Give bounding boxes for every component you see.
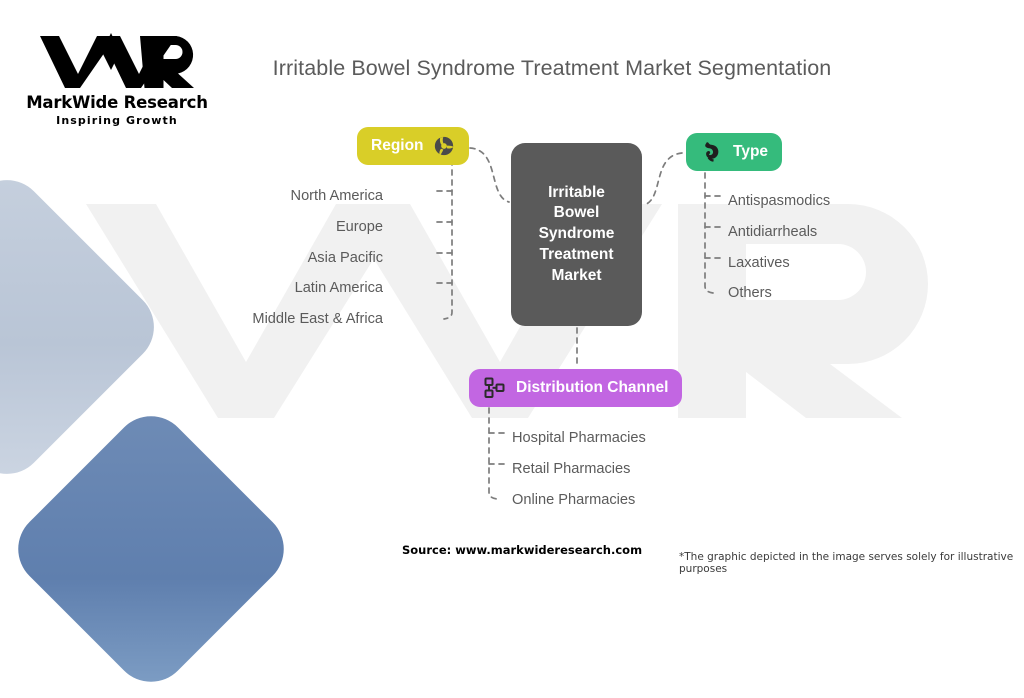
segmentation-diagram: Irritable Bowel Syndrome Treatment Marke… — [252, 127, 830, 516]
page-title: Irritable Bowel Syndrome Treatment Marke… — [272, 56, 832, 80]
leaf-item[interactable]: Asia Pacific — [307, 249, 383, 266]
center-node-label: Irritable Bowel Syndrome Treatment Marke… — [538, 183, 615, 284]
leaf-item[interactable]: Europe — [335, 218, 383, 235]
leaf-item[interactable]: Antispasmodics — [728, 193, 831, 209]
center-node[interactable]: Irritable Bowel Syndrome Treatment Marke… — [511, 143, 642, 326]
branch-badge-type[interactable]: Type — [686, 133, 783, 171]
brand-tagline: Inspiring Growth — [56, 114, 178, 127]
branch-label-region: Region — [371, 137, 424, 154]
leaf-item[interactable]: Others — [728, 285, 772, 302]
source-note[interactable]: Source: www.markwideresearch.com — [402, 543, 643, 557]
leaf-item[interactable]: Antidiarrheals — [728, 223, 818, 240]
disclaimer-note: *The graphic depicted in the image serve… — [679, 551, 1014, 575]
sitemap-icon — [483, 376, 507, 400]
branch-badge-distribution[interactable]: Distribution Channel — [469, 369, 683, 407]
leaf-item[interactable]: Hospital Pharmacies — [512, 430, 646, 446]
mwr-logo-mark — [40, 33, 194, 88]
leaf-item[interactable]: North America — [290, 188, 383, 204]
leaf-list-distribution: Hospital Pharmacies Retail Pharmacies On… — [512, 423, 646, 516]
leaf-list-type: Antispasmodics Antidiarrheals Laxatives … — [728, 186, 830, 309]
connector-lines — [436, 147, 721, 500]
branch-label-type: Type — [733, 143, 769, 160]
leaf-item[interactable]: Latin America — [294, 280, 383, 297]
globe-icon — [433, 135, 455, 157]
branch-badge-region[interactable]: Region — [357, 127, 469, 165]
leaf-item[interactable]: Retail Pharmacies — [512, 461, 631, 477]
branch-label-distribution: Distribution Channel — [516, 379, 669, 396]
leaf-list-region: North America Europe Asia Pacific Latin … — [252, 181, 383, 335]
stomach-icon — [700, 140, 724, 164]
leaf-item[interactable]: Middle East & Africa — [252, 311, 383, 328]
leaf-item[interactable]: Online Pharmacies — [512, 492, 636, 508]
leaf-item[interactable]: Laxatives — [728, 254, 790, 271]
brand-logo: MarkWide Research Inspiring Growth — [22, 30, 212, 127]
brand-name: MarkWide Research — [26, 93, 208, 112]
